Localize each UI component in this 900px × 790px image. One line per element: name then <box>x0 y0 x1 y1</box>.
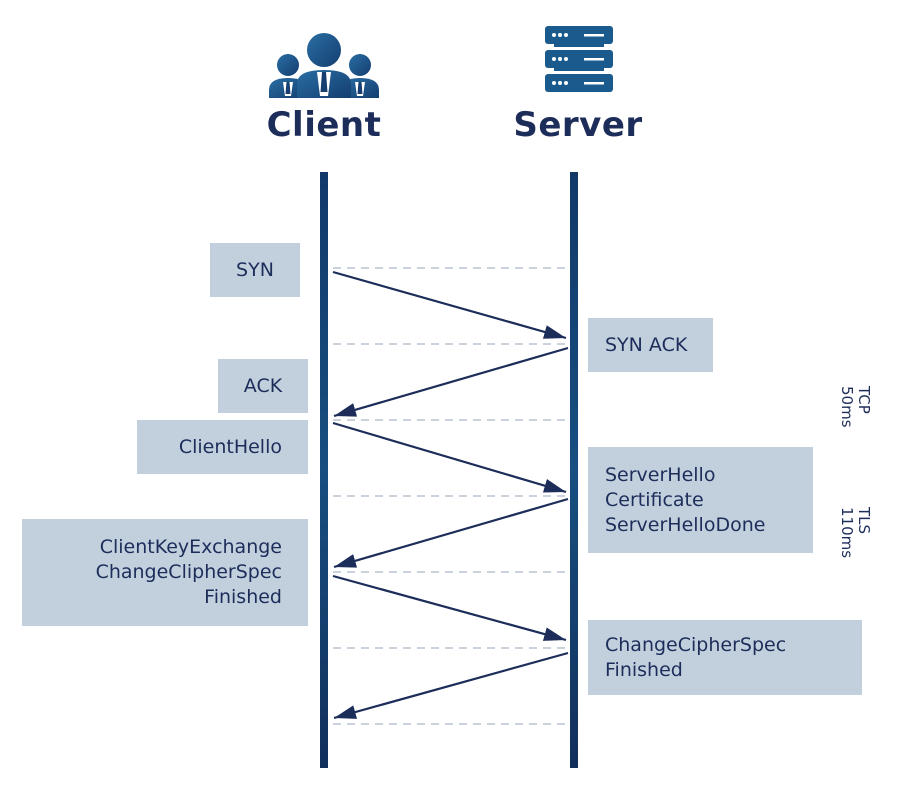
message-text: Finished <box>204 586 282 608</box>
message-text: ACK <box>243 374 283 397</box>
phase-name: TCP <box>855 386 873 414</box>
phase-duration: 110ms <box>838 507 856 559</box>
phase-label-tcp: TCP 50ms <box>838 386 873 428</box>
arrow-client-key-exchange <box>332 574 567 642</box>
message-box-syn-ack: SYN ACK <box>588 318 713 372</box>
client-lifeline <box>320 172 328 768</box>
server-rack-icon <box>545 26 613 98</box>
message-box-syn: SYN <box>210 243 300 297</box>
message-text: ClientKeyExchange <box>99 536 282 558</box>
message-text: Finished <box>605 658 683 681</box>
message-text: ChangeCipherSpec <box>605 633 787 656</box>
message-box-server-hello: ServerHello Certificate ServerHelloDone <box>588 447 813 553</box>
server-lifeline <box>570 172 578 768</box>
message-text: SYN <box>236 258 274 281</box>
arrow-syn-ack <box>333 346 569 418</box>
phase-label-tls: TLS 110ms <box>838 507 873 559</box>
arrow-client-hello <box>332 421 567 494</box>
phase-name: TLS <box>855 507 873 535</box>
arrow-syn <box>332 270 567 340</box>
message-text: ServerHello <box>605 463 716 486</box>
message-text: Certificate <box>605 488 704 511</box>
server-label: Server <box>513 105 643 145</box>
message-box-client-hello: ClientHello <box>137 420 308 474</box>
client-label: Client <box>266 105 382 145</box>
arrow-server-finished <box>333 651 569 720</box>
message-box-ack: ACK <box>218 359 308 413</box>
message-text: ChangeClipherSpec <box>95 561 282 583</box>
message-text: ServerHelloDone <box>605 513 766 536</box>
message-text: ClientHello <box>178 435 282 458</box>
users-group-icon <box>267 32 381 98</box>
message-text: SYN ACK <box>605 333 688 356</box>
message-box-change-cipher-spec: ChangeCipherSpec Finished <box>588 620 862 695</box>
phase-duration: 50ms <box>838 386 856 428</box>
message-box-client-key-exchange: ClientKeyExchange ChangeClipherSpec Fini… <box>22 519 308 626</box>
arrow-server-hello <box>333 497 569 569</box>
